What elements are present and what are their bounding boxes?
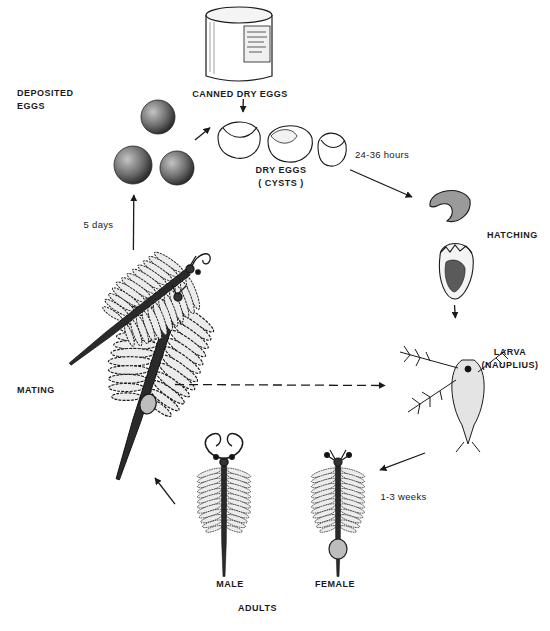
dashed-arrow bbox=[175, 384, 385, 386]
duration-label: 24-36 hours bbox=[355, 149, 409, 161]
cycle-arrow bbox=[155, 478, 175, 504]
stage-label: DRY EGGS ( CYSTS ) bbox=[253, 164, 309, 190]
stage-label: MATING bbox=[17, 384, 77, 397]
stage-label: FEMALE bbox=[295, 578, 375, 591]
stage-label: HATCHING bbox=[487, 229, 537, 242]
cycle-arrow bbox=[195, 128, 210, 140]
cycle-arrow bbox=[242, 99, 244, 112]
stage-label: DEPOSITED EGGS bbox=[17, 87, 81, 113]
stage-label: LARVA (NAUPLIUS) bbox=[477, 346, 543, 372]
stage-node: MATING bbox=[15, 250, 175, 478]
stage-node: DRY EGGS ( CYSTS ) bbox=[210, 112, 350, 187]
stage-node: LARVA (NAUPLIUS) bbox=[385, 318, 545, 453]
stage-node: FEMALE bbox=[295, 430, 375, 592]
cycle-arrow bbox=[133, 195, 135, 250]
cycle-arrow bbox=[380, 453, 425, 470]
group-node: ADULTS MALE FEMALE bbox=[175, 430, 380, 620]
cycle-arrow bbox=[454, 305, 456, 318]
stage-node: HATCHING bbox=[412, 185, 537, 305]
stage-label: ADULTS bbox=[175, 602, 340, 615]
stage-node: CANNED DRY EGGS bbox=[185, 2, 295, 99]
stage-label: CANNED DRY EGGS bbox=[185, 88, 295, 101]
duration-label: 1-3 weeks bbox=[381, 491, 427, 503]
stage-node: MALE bbox=[185, 430, 275, 592]
stage-node: DEPOSITED EGGS bbox=[15, 85, 195, 195]
cycle-arrow bbox=[350, 170, 412, 197]
duration-label: 5 days bbox=[84, 219, 114, 231]
stage-label: MALE bbox=[185, 578, 275, 591]
